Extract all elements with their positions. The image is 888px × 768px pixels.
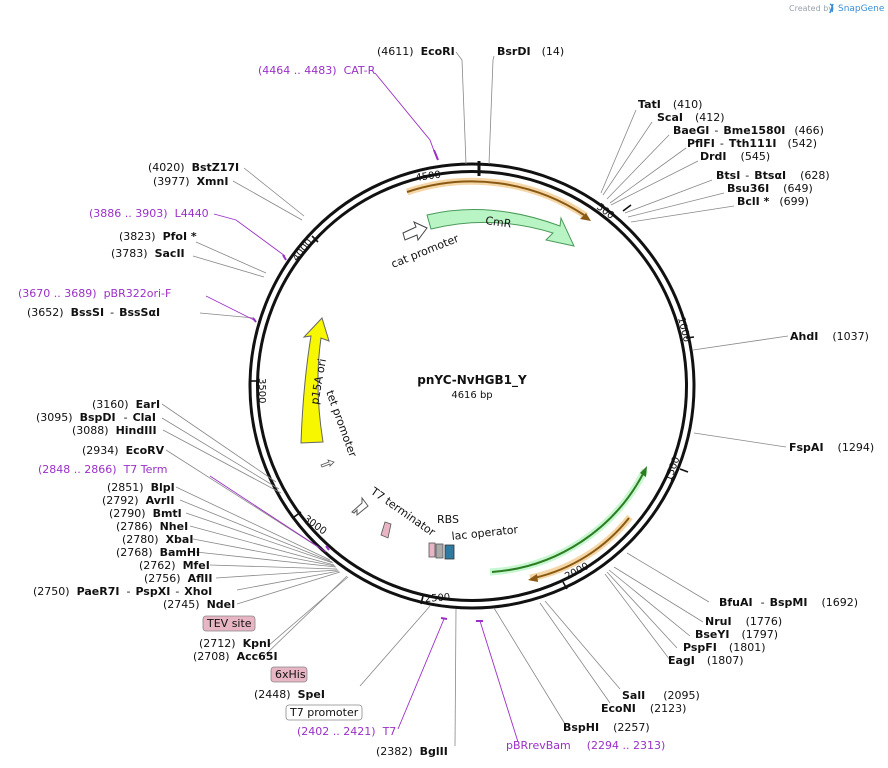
cat-promoter-label: cat promoter [389, 232, 461, 271]
tick-3500: 3500 [256, 378, 267, 403]
site-kpni: (2712)KpnI [199, 637, 271, 650]
lac-operator-label: lac operator [451, 523, 519, 543]
primer-pbr322ori-f: (3670 .. 3689)pBR322ori-F [18, 287, 171, 300]
primer-l4440: (3886 .. 3903)L4440 [89, 207, 209, 220]
primer-leader-lines [205, 72, 519, 743]
tev-site-label: TEV site [206, 617, 252, 630]
tet-promoter-arrow [320, 459, 335, 468]
pink-tag-marker [380, 521, 392, 539]
backbone-inner [256, 170, 688, 602]
site-acc65i: (2708)Acc65I [193, 650, 278, 663]
tick-4500: 4500 [415, 170, 442, 184]
tick-1500: 1500 [663, 455, 682, 483]
site-leader-lines [161, 51, 789, 747]
site-spei: (2448)SpeI [254, 688, 325, 701]
snapgene-brand: SnapGene [838, 4, 885, 14]
site-ndei: (2745)NdeI [163, 598, 235, 611]
site-xmni: (3977)XmnI [153, 175, 228, 188]
orf-arc-top-arrowhead [580, 213, 591, 221]
site-aflii: (2756)AflII [144, 572, 212, 585]
site-nhei: (2786)NheI [116, 520, 188, 533]
site-pfoi: (3823)PfoI * [119, 230, 197, 243]
site-mfei: (2762)MfeI [139, 559, 210, 572]
site-btsi: BtsI-BtsαI(628) [716, 169, 830, 182]
lac-operator-block [444, 544, 455, 560]
site-bmti: (2790)BmtI [109, 507, 182, 520]
site-paer7i: (2750)PaeR7I-PspXI-XhoI [33, 585, 212, 598]
site-xbai: (2780)XbaI [122, 533, 193, 546]
tick-2500: 2500 [424, 592, 450, 605]
primer-t7: (2402 .. 2421)T7 [297, 725, 396, 738]
site-blpi: (2851)BlpI [107, 481, 175, 494]
site-baegi: BaeGI-Bme1580I(466) [673, 124, 824, 137]
site-eari: (3160)EarI [92, 398, 160, 411]
cat-promoter-arrow [402, 221, 428, 242]
site-bsrdi: BsrDI(14) [497, 45, 564, 58]
tev-site-box: TEV site [202, 615, 256, 632]
site-bsphi: BspHI(2257) [563, 721, 650, 734]
green-orf-arc [491, 471, 645, 573]
created-by-label: Created by [789, 4, 833, 13]
backbone-outer [248, 162, 696, 610]
lac-block-grey [435, 543, 444, 559]
site-bglii: (2382)BglII [376, 745, 448, 758]
orf-arc-bottom-arrowhead [528, 574, 538, 582]
site-bspdi: (3095)BspDI-ClaI [36, 411, 156, 424]
primer-pbrrevbam: pBRrevBam(2294 .. 2313) [506, 739, 665, 752]
cmr-label: CmR [485, 214, 513, 231]
tet-promoter-label: tet promoter [323, 389, 359, 460]
rbs-label: RBS [437, 513, 459, 526]
his-tag-label: 6xHis [275, 668, 306, 681]
site-eagi: EagI(1807) [668, 654, 743, 667]
rbs-block [428, 542, 436, 558]
site-nrui: NruI(1776) [705, 615, 782, 628]
scale-ticks [250, 204, 695, 605]
site-pspfi: PspFI(1801) [683, 641, 765, 654]
site-ecori: (4611)EcoRI [377, 45, 455, 58]
orf-arc-top [406, 180, 585, 216]
site-sali: SalI(2095) [622, 689, 700, 702]
t7-promoter-box: T7 promoter [285, 704, 363, 721]
site-ahdi: AhdI(1037) [790, 330, 869, 343]
site-drdi: DrdI(545) [700, 150, 770, 163]
plasmid-length: 4616 bp [451, 390, 492, 401]
primer-marks [252, 149, 483, 622]
site-bsssi: (3652)BssSI-BssSαI [27, 306, 160, 319]
primer-cat-r: (4464 .. 4483)CAT-R [258, 64, 376, 77]
site-ecorv: (2934)EcoRV [82, 444, 165, 457]
site-bsu36i: Bsu36I(649) [727, 182, 813, 195]
site-bfuai: BfuAI-BspMI(1692) [719, 596, 858, 609]
snapgene-logo-icon [829, 3, 834, 14]
site-bcli: BclI *(699) [737, 195, 809, 208]
cmr-gene-arrow [426, 209, 575, 247]
t7-terminator-arrow [351, 496, 369, 517]
primer-t7-term: (2848 .. 2866)T7 Term [38, 463, 167, 476]
site-bstz17i: (4020)BstZ17I [148, 161, 239, 174]
site-tati: TatI(410) [638, 98, 702, 111]
plasmid-name: pnYC-NvHGB1_Y [417, 373, 527, 388]
green-orf-glow [489, 468, 649, 576]
site-hindiii: (3088)HindIII [72, 424, 157, 437]
green-orf-arrowhead [640, 466, 647, 477]
p15a-ori-arrow [300, 317, 330, 444]
site-fspai: FspAI(1294) [789, 441, 874, 454]
site-bamhi: (2768)BamHI [116, 546, 200, 559]
site-bseyi: BseYI(1797) [695, 628, 778, 641]
t7-promoter-label: T7 promoter [289, 706, 359, 719]
site-scai: ScaI(412) [657, 111, 725, 124]
his-tag-box: 6xHis [270, 666, 308, 683]
site-econi: EcoNI(2123) [601, 702, 686, 715]
site-avrii: (2792)AvrII [102, 494, 174, 507]
orf-arc-bottom [533, 517, 630, 579]
t7-terminator-label: T7 terminator [367, 484, 438, 539]
site-sacii: (3783)SacII [111, 247, 185, 260]
site-pflfi: PflFI-Tth111I(542) [687, 137, 817, 150]
